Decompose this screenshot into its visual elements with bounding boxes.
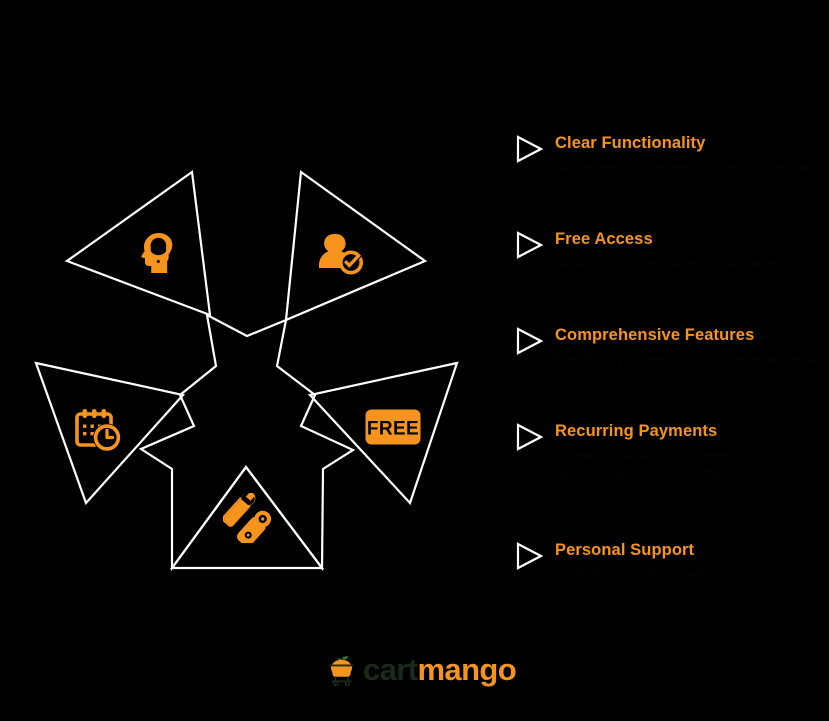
calendar-clock-icon (75, 409, 121, 452)
feature-title: Free Access (555, 230, 653, 248)
triangle-recurring-payments (34, 361, 186, 506)
logo-text-mango: mango (417, 652, 517, 687)
triangle-free-access (284, 169, 428, 322)
free-badge-label: FREE (367, 419, 419, 440)
headset-support-icon (141, 233, 173, 273)
play-triangle-icon (516, 231, 544, 259)
feature-title: Clear Functionality (555, 134, 706, 152)
feature-description: Everything you need to run your store in… (555, 352, 821, 366)
feature-description: Simple, easy-to-use interface that anyon… (555, 160, 810, 192)
play-triangle-icon (516, 327, 544, 355)
pinwheel-pentagon-diagram: FREE (0, 130, 500, 610)
cartmango-logo[interactable]: cart mango (326, 650, 517, 690)
user-check-icon (319, 234, 363, 275)
free-badge-icon: FREE (365, 409, 421, 445)
feature-description: No upfront cost, get started at no charg… (555, 256, 783, 270)
mango-cart-icon (329, 656, 355, 687)
triangle-personal-support (64, 170, 212, 317)
feature-title: Comprehensive Features (555, 326, 755, 344)
feature-list: Clear Functionality Simple, easy-to-use … (508, 118, 826, 598)
triangle-comprehensive-features (169, 465, 325, 570)
triangle-free-badge (307, 361, 459, 506)
feature-title: Personal Support (555, 541, 695, 559)
feature-description: Accept subscriptions and repeat billing … (555, 448, 769, 480)
tools-icon (223, 493, 272, 543)
play-triangle-icon (516, 135, 544, 163)
feature-title: Recurring Payments (555, 422, 718, 440)
feature-description: Dedicated specialists ready to help. (555, 567, 752, 581)
logo-text-cart: cart (363, 652, 418, 687)
play-triangle-icon (516, 423, 544, 451)
play-triangle-icon (516, 542, 544, 570)
